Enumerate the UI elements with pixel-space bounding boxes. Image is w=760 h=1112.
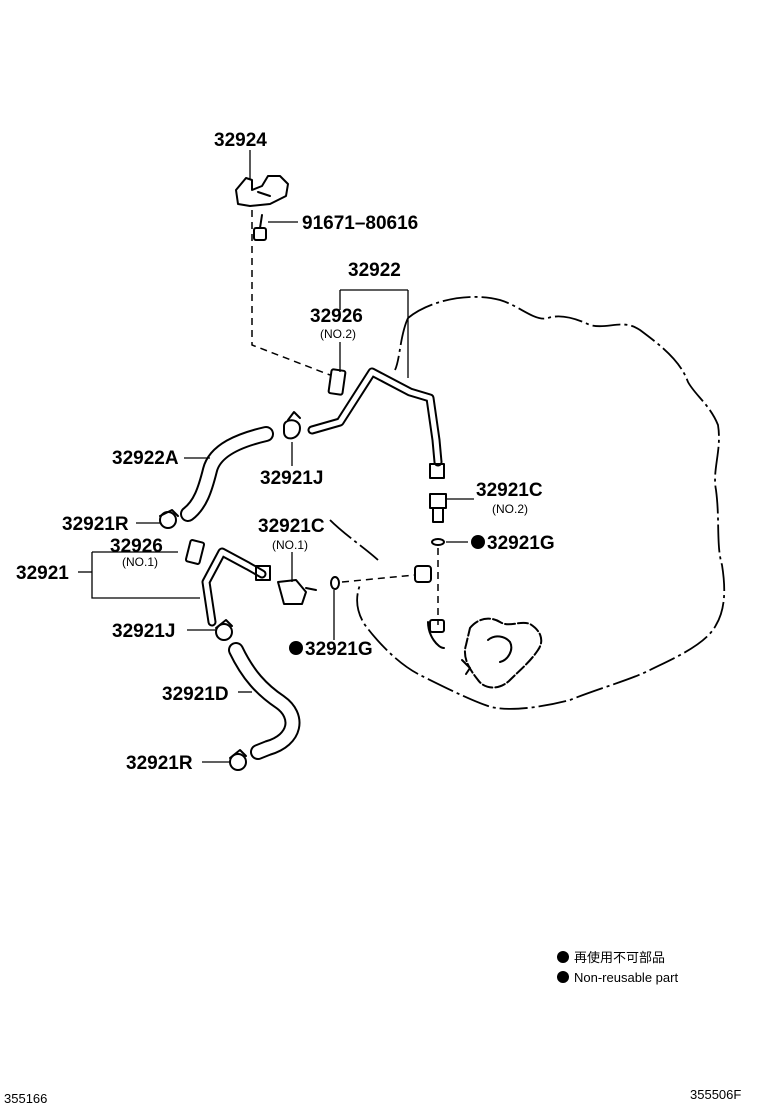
tube-32922[interactable] xyxy=(307,367,445,479)
label-32921C-no2: 32921C xyxy=(476,480,543,501)
bracket-32924[interactable] xyxy=(235,175,289,207)
legend: 再使用不可部品 Non-reusable part xyxy=(557,950,678,985)
label-32921J-low: 32921J xyxy=(112,621,175,642)
clamp-32921R-top[interactable] xyxy=(159,509,179,529)
label-32921R-low: 32921R xyxy=(126,753,193,774)
clamp-32921R-low[interactable] xyxy=(229,749,247,771)
non-reusable-marker-lower xyxy=(289,641,303,655)
hose-32922A[interactable] xyxy=(180,426,274,522)
label-32921J-top: 32921J xyxy=(260,468,323,489)
footer-code-right: 355506F xyxy=(690,1087,741,1102)
label-32921G-lower: 32921G xyxy=(305,639,373,660)
legend-marker-en xyxy=(557,971,569,983)
leader-lines xyxy=(78,150,474,763)
footer-code-left: 355166 xyxy=(4,1091,47,1106)
legend-text-jp: 再使用不可部品 xyxy=(574,950,665,965)
label-32921C-no1-sub: (NO.1) xyxy=(272,538,308,552)
gasket-32921G-lower[interactable] xyxy=(330,576,340,590)
label-32921C-no2-sub: (NO.2) xyxy=(492,502,528,516)
legend-marker-jp xyxy=(557,951,569,963)
label-32926-no1: 32926 xyxy=(110,536,163,557)
label-32921D: 32921D xyxy=(162,684,229,705)
sleeve-32926-no2[interactable] xyxy=(327,368,347,396)
assembly-guide-lines xyxy=(251,210,439,625)
label-32926-no2-sub: (NO.2) xyxy=(320,327,356,341)
hose-32921D[interactable] xyxy=(228,642,301,760)
label-32921: 32921 xyxy=(16,563,69,584)
clamp-32921J-top[interactable] xyxy=(283,411,301,440)
case-port-fitting xyxy=(414,565,445,649)
label-32921C-no1: 32921C xyxy=(258,516,325,537)
callout-labels: 32924 91671–80616 32922 32926 (NO.2) 329… xyxy=(16,130,555,774)
label-32922A: 32922A xyxy=(112,448,179,469)
tube-32921[interactable] xyxy=(201,547,271,627)
label-32921G-right: 32921G xyxy=(487,533,555,554)
label-32921R-top: 32921R xyxy=(62,514,129,535)
label-32926-no1-sub: (NO.1) xyxy=(122,555,158,569)
bolt-91671-80616[interactable] xyxy=(253,214,267,241)
union-32921C-no2[interactable] xyxy=(429,493,447,523)
label-32926-no2: 32926 xyxy=(310,306,363,327)
legend-text-en: Non-reusable part xyxy=(574,970,678,985)
gasket-32921G-right[interactable] xyxy=(431,538,445,546)
transmission-case-outline xyxy=(329,296,726,710)
label-91671-80616: 91671–80616 xyxy=(302,213,418,234)
non-reusable-marker-right xyxy=(471,535,485,549)
sleeve-32926-no1[interactable] xyxy=(184,539,206,565)
label-32924: 32924 xyxy=(214,130,267,151)
clamp-32921J-low[interactable] xyxy=(215,619,233,641)
label-32922: 32922 xyxy=(348,260,401,281)
union-32921C-no1[interactable] xyxy=(277,579,317,605)
